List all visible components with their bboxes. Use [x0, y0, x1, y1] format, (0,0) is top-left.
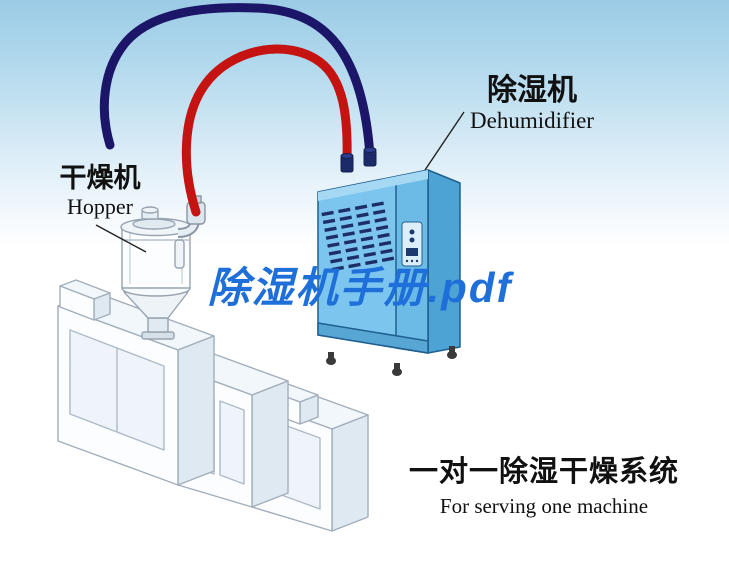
caster-wheel	[326, 346, 457, 376]
hopper-label-zh: 干燥机	[59, 163, 141, 193]
hopper-flange	[141, 331, 175, 340]
system-caption: 一对一除湿干燥系统 For serving one machine	[398, 456, 690, 519]
red-pipe	[181, 44, 352, 217]
dehumidifier-leader-line	[424, 111, 465, 171]
system-caption-zh: 一对一除湿干燥系统	[408, 456, 679, 488]
vent-grille	[321, 201, 395, 272]
system-caption-en: For serving one machine	[439, 494, 649, 519]
hopper-label-en: Hopper	[67, 194, 133, 220]
hopper-leader-line	[95, 224, 147, 253]
extruder-hood	[59, 279, 111, 321]
extruder-left-cabinet	[57, 291, 215, 486]
pipe-connector	[340, 147, 377, 173]
hopper-neck	[147, 317, 169, 333]
watermark-text: 除湿机手册.pdf	[207, 264, 513, 311]
dehumidifier-label-en: Dehumidifier	[470, 108, 594, 133]
extruder-illustration	[57, 279, 369, 532]
hopper-lid	[120, 206, 192, 237]
dehumidifier-illustration	[317, 147, 461, 376]
dehumidifier-label: 除湿机 Dehumidifier	[450, 74, 614, 136]
dehumidifier-base	[317, 322, 429, 354]
blue-pipe	[99, 3, 375, 161]
hopper-illustration	[120, 195, 206, 340]
dehumidifier-label-zh: 除湿机	[487, 74, 577, 107]
hopper-sight-glass	[174, 239, 185, 269]
hopper-label: 干燥机 Hopper	[40, 163, 160, 220]
control-panel	[401, 221, 423, 267]
